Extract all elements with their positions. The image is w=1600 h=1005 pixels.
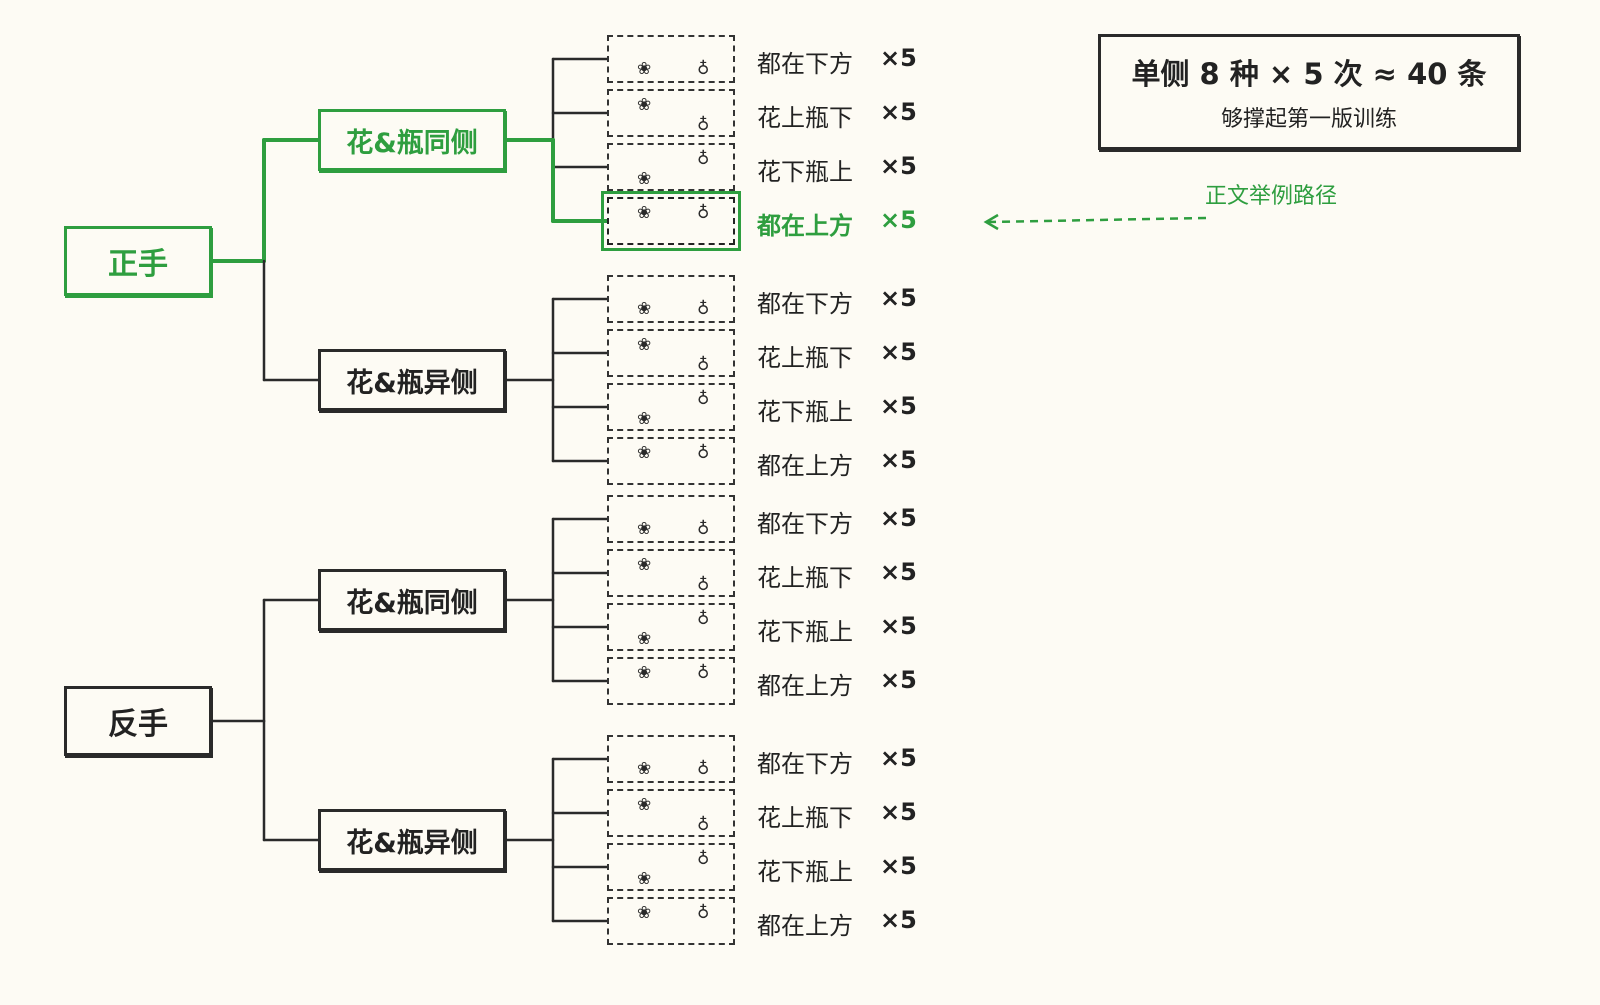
- leaf-label: 花上瓶下: [757, 804, 853, 832]
- flower-icon: ❀: [637, 335, 652, 355]
- vase-icon: ♁: [697, 849, 710, 869]
- leaf-multiplier: ×5: [880, 906, 917, 934]
- root-node: 反手: [64, 686, 212, 756]
- summary-box: 单侧 8 种 × 5 次 ≈ 40 条 够撑起第一版训练: [1098, 34, 1520, 150]
- leaf-multiplier: ×5: [880, 392, 917, 420]
- example-path-note: 正文举例路径: [1205, 184, 1338, 209]
- root-node: 正手: [64, 226, 212, 296]
- vase-icon: ♁: [697, 519, 710, 539]
- leaf-thumbnail: ❀♁: [601, 191, 741, 251]
- vase-icon: ♁: [697, 815, 710, 835]
- leaf-thumbnail: ❀♁: [607, 35, 735, 83]
- group-node: 花&瓶同侧: [318, 109, 506, 171]
- leaf-label: 都在上方: [757, 672, 853, 700]
- leaf-thumbnail: ❀♁: [607, 735, 735, 783]
- leaf-multiplier: ×5: [880, 446, 917, 474]
- vase-icon: ♁: [697, 389, 710, 409]
- leaf-thumbnail: ❀♁: [607, 383, 735, 431]
- flower-icon: ❀: [637, 759, 652, 779]
- flower-icon: ❀: [637, 519, 652, 539]
- flower-icon: ❀: [637, 869, 652, 889]
- vase-icon: ♁: [697, 903, 710, 923]
- leaf-multiplier: ×5: [880, 612, 917, 640]
- leaf-multiplier: ×5: [880, 798, 917, 826]
- leaf-thumbnail: ❀♁: [607, 143, 735, 191]
- leaf-multiplier: ×5: [880, 558, 917, 586]
- flower-icon: ❀: [637, 663, 652, 683]
- leaf-multiplier: ×5: [880, 152, 917, 180]
- leaf-label: 都在下方: [757, 510, 853, 538]
- leaf-multiplier: ×5: [880, 666, 917, 694]
- flower-icon: ❀: [637, 443, 652, 463]
- vase-icon: ♁: [697, 609, 710, 629]
- group-node: 花&瓶异侧: [318, 349, 506, 411]
- leaf-label: 都在下方: [757, 290, 853, 318]
- vase-icon: ♁: [697, 115, 710, 135]
- group-node: 花&瓶异侧: [318, 809, 506, 871]
- summary-subtitle: 够撑起第一版训练: [1220, 107, 1397, 132]
- leaf-multiplier: ×5: [880, 98, 917, 126]
- leaf-label: 花下瓶上: [757, 858, 853, 886]
- flower-icon: ❀: [637, 169, 652, 189]
- leaf-multiplier: ×5: [880, 504, 917, 532]
- leaf-multiplier: ×5: [880, 284, 917, 312]
- vase-icon: ♁: [697, 759, 710, 779]
- leaf-label: 都在上方: [757, 452, 853, 480]
- leaf-label: 花上瓶下: [757, 104, 853, 132]
- flower-icon: ❀: [637, 59, 652, 79]
- vase-icon: ♁: [697, 663, 710, 683]
- leaf-label: 花下瓶上: [757, 398, 853, 426]
- flower-icon: ❀: [637, 95, 652, 115]
- leaf-thumbnail: ❀♁: [607, 275, 735, 323]
- leaf-multiplier: ×5: [880, 338, 917, 366]
- leaf-multiplier: ×5: [880, 44, 917, 72]
- leaf-label: 花上瓶下: [757, 344, 853, 372]
- arrow-head-icon: [983, 213, 999, 231]
- leaf-multiplier: ×5: [880, 206, 917, 234]
- leaf-multiplier: ×5: [880, 744, 917, 772]
- vase-icon: ♁: [697, 299, 710, 319]
- leaf-label: 都在上方: [757, 912, 853, 940]
- leaf-label: 花下瓶上: [757, 618, 853, 646]
- leaf-label: 花上瓶下: [757, 564, 853, 592]
- leaf-thumbnail: ❀♁: [607, 89, 735, 137]
- group-node: 花&瓶同侧: [318, 569, 506, 631]
- flower-icon: ❀: [637, 795, 652, 815]
- flower-icon: ❀: [637, 903, 652, 923]
- leaf-thumbnail: ❀♁: [607, 549, 735, 597]
- vase-icon: ♁: [697, 203, 710, 223]
- vase-icon: ♁: [697, 59, 710, 79]
- flower-icon: ❀: [637, 299, 652, 319]
- example-path-arrow: [987, 216, 1207, 224]
- leaf-thumbnail: ❀♁: [607, 495, 735, 543]
- leaf-thumbnail: ❀♁: [607, 657, 735, 705]
- leaf-label: 都在上方: [757, 212, 853, 240]
- leaf-label: 花下瓶上: [757, 158, 853, 186]
- flower-icon: ❀: [637, 409, 652, 429]
- leaf-thumbnail: ❀♁: [607, 437, 735, 485]
- leaf-thumbnail: ❀♁: [607, 789, 735, 837]
- leaf-multiplier: ×5: [880, 852, 917, 880]
- leaf-thumbnail: ❀♁: [607, 897, 735, 945]
- leaf-thumbnail: ❀♁: [607, 843, 735, 891]
- leaf-thumbnail: ❀♁: [607, 603, 735, 651]
- leaf-thumbnail: ❀♁: [607, 329, 735, 377]
- vase-icon: ♁: [697, 575, 710, 595]
- leaf-label: 都在下方: [757, 50, 853, 78]
- flower-icon: ❀: [637, 203, 652, 223]
- leaf-label: 都在下方: [757, 750, 853, 778]
- flower-icon: ❀: [637, 629, 652, 649]
- vase-icon: ♁: [697, 149, 710, 169]
- vase-icon: ♁: [697, 355, 710, 375]
- vase-icon: ♁: [697, 443, 710, 463]
- flower-icon: ❀: [637, 555, 652, 575]
- summary-title: 单侧 8 种 × 5 次 ≈ 40 条: [1131, 57, 1487, 91]
